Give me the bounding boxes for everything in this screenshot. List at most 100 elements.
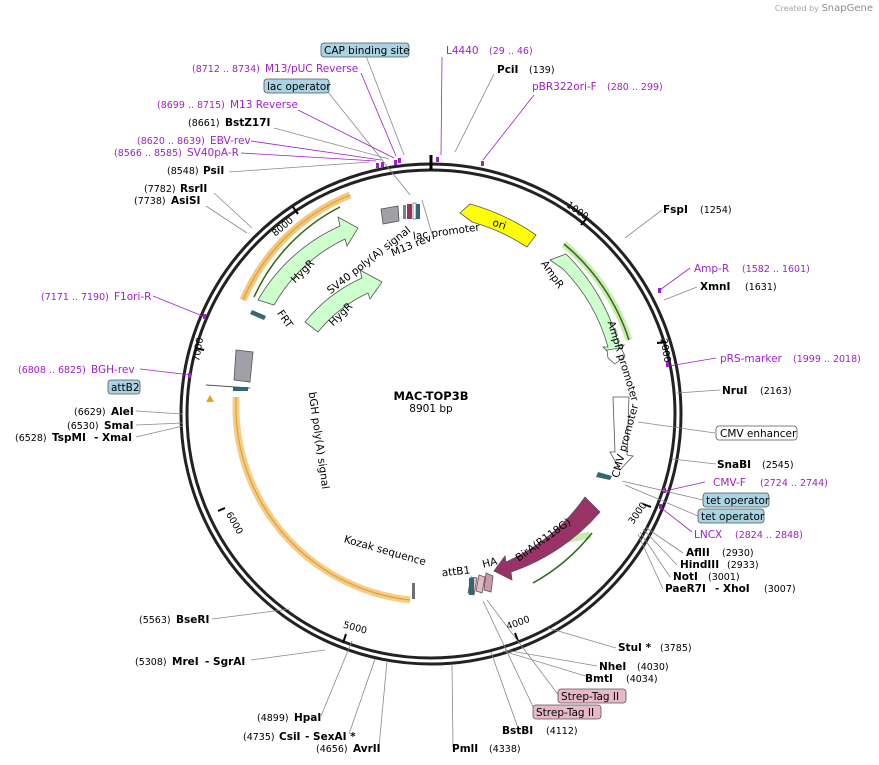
tet-operator-text-2: tet operator: [701, 511, 765, 523]
site-pcii-name[interactable]: PciI: [497, 64, 518, 76]
site-paer7i-name[interactable]: PaeR7I: [665, 583, 706, 595]
tick-label-3000: 3000: [627, 500, 650, 526]
plasmid-size: 8901 bp: [409, 403, 453, 415]
site-sexai-name[interactable]: - SexAI *: [305, 731, 356, 743]
bgh-label: bGH poly(A) signal: [306, 391, 332, 490]
primer-prs-name[interactable]: pRS-marker: [720, 353, 783, 365]
primer-bgh-name[interactable]: BGH-rev: [91, 364, 135, 376]
ampr-promoter-feature[interactable]: [606, 347, 626, 365]
attb1-label: attB1: [441, 564, 471, 579]
ori-feature[interactable]: [459, 203, 537, 248]
kozak-label: Kozak sequence: [343, 533, 428, 568]
primer-ebv-name[interactable]: EBV-rev: [210, 135, 251, 147]
site-sgrai-name[interactable]: - SgrAI: [205, 656, 245, 668]
primer-cmvf-range: (2724 .. 2744): [760, 478, 828, 489]
primer-f1ori-range: (7171 .. 7190): [41, 292, 109, 303]
site-mrei-pos: (5308): [135, 657, 167, 668]
lac-promoter-feature: [412, 202, 417, 220]
primer-m13puc-range: (8712 .. 8734): [192, 64, 260, 75]
cmv-enhancer-box[interactable]: [715, 425, 798, 441]
site-alei-name[interactable]: AleI: [111, 406, 134, 418]
site-stui-pos: (3785): [660, 643, 692, 654]
ori-label: ori: [491, 217, 508, 233]
site-labels: PciI (139) (8661) BstZ17I (8548) PsiI (7…: [15, 64, 796, 755]
site-pcii-pos: (139): [529, 65, 555, 76]
site-alei-pos: (6629): [74, 407, 106, 418]
hygr-feature-2[interactable]: [304, 269, 383, 333]
primer-lncx-name[interactable]: LNCX: [694, 529, 722, 541]
frt-feature: [250, 310, 266, 320]
primer-ampr-range: (1582 .. 1601): [742, 264, 810, 275]
site-xmni-name[interactable]: XmnI: [700, 281, 730, 293]
site-mrei-name[interactable]: MreI: [172, 656, 199, 668]
primer-sv40-range: (8566 .. 8585): [114, 148, 182, 159]
site-bseri-name[interactable]: BseRI: [176, 614, 209, 626]
ha-label: HA: [481, 555, 499, 570]
site-pmli-name[interactable]: PmlI: [452, 743, 478, 755]
site-smai-name[interactable]: SmaI: [104, 420, 134, 432]
lac-operator-box[interactable]: [263, 78, 330, 94]
primer-ampr-name[interactable]: Amp-R: [694, 263, 729, 275]
site-pmli-pos: (4338): [489, 744, 521, 755]
orf-line-large: [235, 397, 411, 601]
strep-tag-box-1[interactable]: [557, 688, 627, 704]
site-csii-name[interactable]: CsiI: [279, 731, 300, 743]
frt-label: FRT: [274, 308, 295, 331]
site-snabi-name[interactable]: SnaBI: [717, 459, 751, 471]
site-avrii-name[interactable]: AvrII: [353, 743, 381, 755]
site-bstz17i-name[interactable]: BstZ17I: [225, 117, 270, 129]
orf-line-ampr: [563, 243, 630, 341]
plasmid-name: MAC-TOP3B: [394, 389, 469, 403]
bira-feature[interactable]: [493, 496, 601, 581]
snapgene-credit: Created by SnapGene: [775, 3, 873, 14]
attb2-box[interactable]: [107, 379, 141, 395]
bgh-feature[interactable]: [233, 349, 254, 383]
primer-ebv-range: (8620 .. 8639): [137, 136, 205, 147]
primer-f1ori-name[interactable]: F1ori-R: [114, 291, 151, 303]
site-hpai-name[interactable]: HpaI: [294, 712, 321, 724]
cap-binding-text: CAP binding site: [324, 45, 410, 57]
primer-lncx-range: (2824 .. 2848): [735, 530, 803, 541]
site-stui-name[interactable]: StuI *: [618, 642, 652, 654]
site-nhei-name[interactable]: NheI: [599, 661, 626, 673]
hygr-feature-1[interactable]: [257, 216, 359, 306]
orf-arrowhead-large: [206, 395, 214, 402]
primer-m13rev-name[interactable]: M13 Reverse: [230, 99, 298, 111]
strep-tag-box-2[interactable]: [532, 704, 602, 720]
primer-sv40-name[interactable]: SV40pA-R: [187, 147, 239, 159]
site-tspmi-name[interactable]: TspMI: [52, 432, 86, 444]
cap-binding-box[interactable]: [320, 42, 410, 58]
site-fspi-name[interactable]: FspI: [663, 204, 688, 216]
primer-m13puc-name[interactable]: M13/pUC Reverse: [265, 63, 358, 75]
site-nrui-name[interactable]: NruI: [722, 385, 747, 397]
site-hindiii-name[interactable]: HindIII: [680, 559, 719, 571]
tet-operator-box-2[interactable]: [697, 508, 765, 524]
site-bmti-pos: (4034): [626, 674, 658, 685]
tet-operator-box-1[interactable]: [702, 492, 770, 508]
site-paer7i-pos: (3007): [764, 584, 796, 595]
sv40-polya-feature[interactable]: [380, 205, 400, 225]
primer-pbr322-name[interactable]: pBR322ori-F: [532, 81, 597, 93]
lac-op-feature: [407, 204, 412, 219]
site-hpai-pos: (4899): [257, 713, 289, 724]
site-psii-name[interactable]: PsiI: [203, 165, 224, 177]
site-xmai-name[interactable]: - XmaI: [94, 432, 132, 444]
site-bmti-name[interactable]: BmtI: [585, 673, 613, 685]
primer-marks: [188, 157, 669, 509]
site-psii-pos: (8548): [167, 166, 199, 177]
primer-cmvf-name[interactable]: CMV-F: [713, 477, 746, 489]
strep-tag-text-2: Strep-Tag II: [536, 707, 594, 719]
site-asisi-name[interactable]: AsiSI: [171, 195, 200, 207]
cmv-promoter-feature[interactable]: [609, 396, 634, 471]
tick-marks: [194, 206, 667, 644]
site-noti-name[interactable]: NotI: [673, 571, 698, 583]
site-bstz17i-pos: (8661): [188, 118, 220, 129]
primer-pbr322-range: (280 .. 299): [607, 82, 663, 93]
site-rsrii-name[interactable]: RsrII: [180, 183, 207, 195]
primer-l4440-name[interactable]: L4440: [446, 45, 479, 57]
site-xhoi-name[interactable]: - XhoI: [715, 583, 750, 595]
site-bstbi-name[interactable]: BstBI: [502, 725, 533, 737]
site-aflii-name[interactable]: AflII: [686, 547, 710, 559]
site-noti-pos: (3001): [708, 572, 740, 583]
